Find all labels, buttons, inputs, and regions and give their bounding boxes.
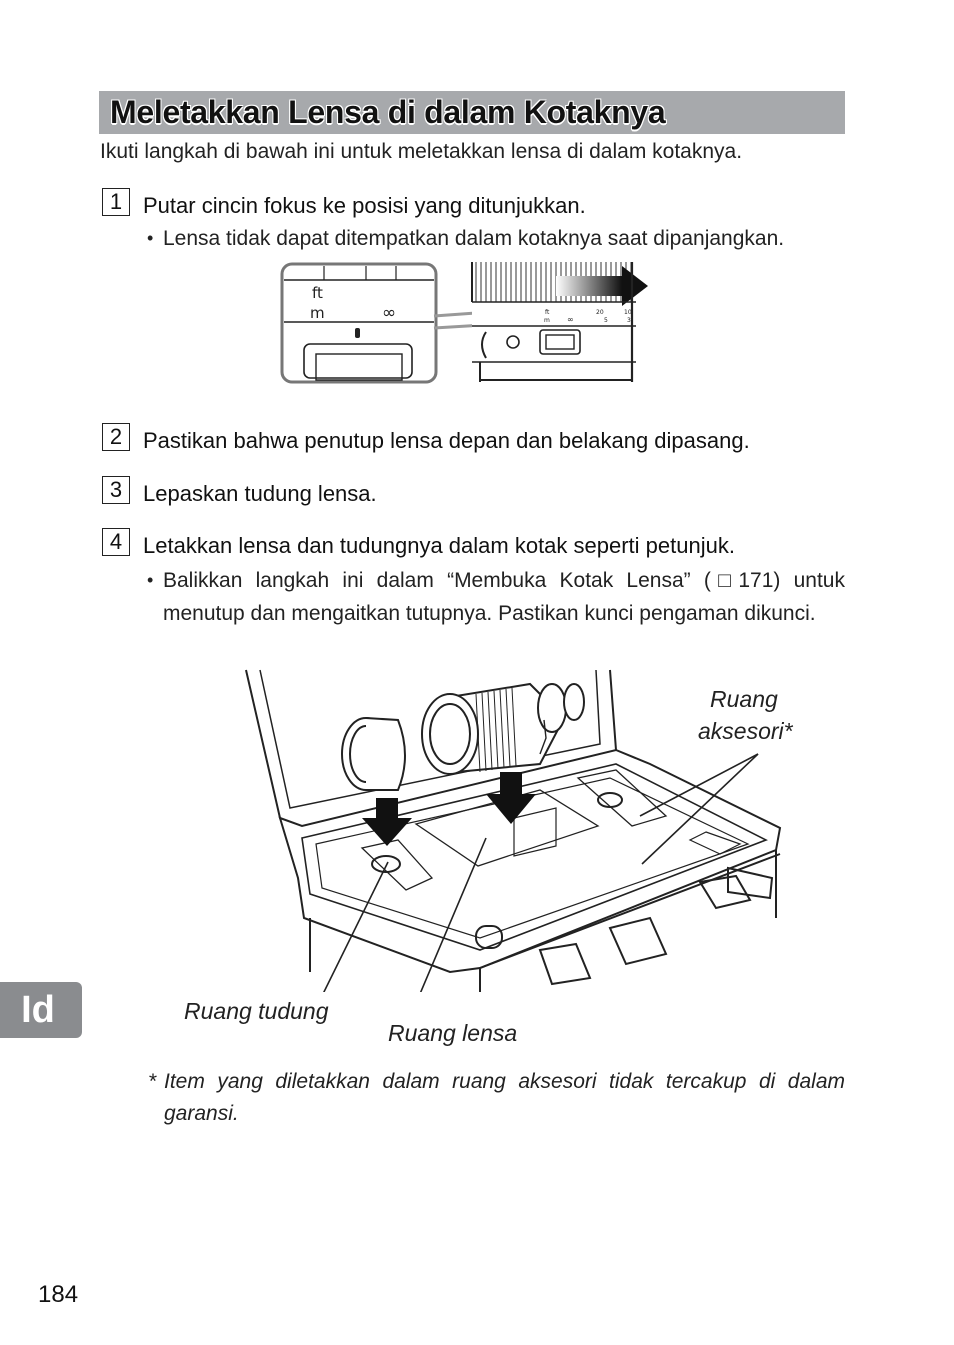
small-m-label: m [544,317,550,324]
step-3-number: 3 [102,476,130,504]
scale-m-label: m [310,304,325,322]
step-1-bullet: Lensa tidak dapat ditempatkan dalam kota… [163,227,785,250]
step-4-text: Letakkan lensa dan tudungnya dalam kotak… [143,533,735,558]
rotate-arrow [556,276,622,296]
accessory-label-line2: aksesori* [698,718,793,744]
step-3-text: Lepaskan tudung lensa. [143,481,377,506]
small-ft-label: ft [545,309,550,316]
lens-case-illustration [245,669,782,992]
focus-index-mark [355,328,360,338]
small-10-label: 10 [624,309,632,316]
small-3-label: 3 [627,317,631,324]
section-intro: Ikuti langkah di bawah ini untuk meletak… [100,140,743,163]
footnote-mark: * [148,1070,157,1093]
down-arrow-hood [362,798,412,846]
bullet-marker: • [147,570,154,590]
language-tab [0,982,82,1038]
footnote: * Item yang diletakkan dalam ruang akses… [148,1066,845,1130]
small-infinity-label: ∞ [567,315,574,324]
step-4-number: 4 [102,528,130,556]
step-1-text: Putar cincin fokus ke posisi yang ditunj… [143,193,586,218]
section-title-bar [99,91,845,134]
step-2-number: 2 [102,423,130,451]
step-2-text: Pastikan bahwa penutup lensa depan dan b… [143,428,750,453]
footnote-text: Item yang diletakkan dalam ruang aksesor… [164,1070,845,1125]
page-number: 184 [38,1281,79,1308]
step-4-bullet: Balikkan langkah ini dalam “Membuka Kota… [163,569,845,625]
scale-infinity-label: ∞ [382,303,396,323]
down-arrow-lens [486,772,536,824]
bullet-marker: • [147,228,154,248]
small-5-label: 5 [604,317,608,324]
focus-ring-illustration: ft m ∞ ft m ∞ 20 10 5 3 [280,262,648,384]
small-20-label: 20 [596,309,604,316]
language-tab-label: Id [21,989,55,1031]
accessory-label-line1: Ruang [710,686,778,712]
step-1-number: 1 [102,188,130,216]
section-title: Meletakkan Lensa di dalam Kotaknya [110,94,666,130]
lens-compartment-label: Ruang lensa [388,1020,518,1046]
scale-ft-label: ft [312,284,323,302]
arrow-head [622,266,648,306]
hood-compartment-label: Ruang tudung [184,998,329,1024]
